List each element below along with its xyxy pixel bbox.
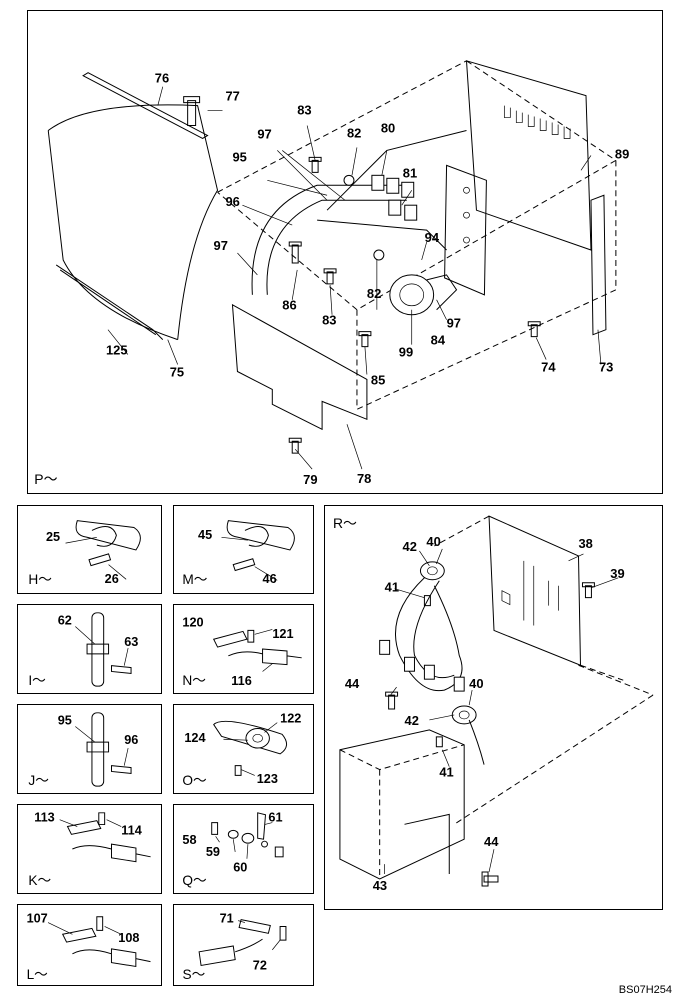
panel-h: 25 26 H～ (17, 505, 162, 594)
panel-q: 61 58 59 60 Q～ (173, 804, 314, 894)
label-97b: 97 (214, 238, 228, 253)
label-44-right: 44 (484, 834, 499, 849)
label-83: 83 (297, 103, 311, 118)
rear-plate (465, 60, 592, 251)
label-60: 60 (233, 859, 247, 874)
section-label-p: P～ (34, 471, 57, 487)
label-114: 114 (121, 822, 142, 837)
label-62: 62 (58, 613, 72, 628)
main-panel-p: 76 77 83 97 82 80 95 81 89 96 94 97 86 8… (27, 10, 663, 494)
label-43: 43 (373, 878, 387, 893)
label-42-top: 42 (403, 539, 417, 554)
section-label-r: R～ (333, 515, 357, 531)
label-61: 61 (268, 810, 282, 825)
label-72: 72 (253, 958, 267, 972)
label-85: 85 (371, 372, 385, 387)
label-94: 94 (425, 230, 440, 245)
label-40-top: 40 (426, 534, 440, 549)
label-95-j: 95 (58, 713, 72, 728)
label-120: 120 (182, 615, 203, 630)
label-71: 71 (220, 912, 234, 926)
panel-l: 107 108 L～ (17, 904, 162, 986)
label-97: 97 (257, 126, 271, 141)
label-74: 74 (541, 360, 556, 375)
plate-78 (231, 303, 368, 431)
label-82b: 82 (367, 286, 381, 301)
drawing-code: BS07H254 (618, 984, 672, 996)
label-75: 75 (170, 364, 184, 379)
section-label-o: O～ (182, 773, 207, 788)
label-84: 84 (431, 333, 446, 348)
label-59: 59 (206, 844, 220, 859)
label-81: 81 (403, 165, 417, 180)
label-86: 86 (282, 298, 296, 313)
section-label-q: Q～ (182, 873, 207, 888)
label-96: 96 (225, 194, 239, 209)
label-108: 108 (118, 931, 139, 945)
label-78: 78 (357, 471, 371, 486)
bar-76 (82, 72, 209, 140)
label-46: 46 (263, 572, 277, 586)
label-25: 25 (46, 530, 60, 544)
label-123: 123 (257, 771, 278, 786)
label-77: 77 (225, 89, 239, 104)
label-125: 125 (106, 343, 128, 358)
panel-j: 95 96 J～ (17, 704, 162, 794)
label-41-top: 41 (385, 580, 399, 595)
panel-r: 42 40 38 39 41 44 40 42 41 44 43 R～ (324, 505, 663, 910)
label-99: 99 (399, 345, 413, 360)
label-41-bottom: 41 (439, 765, 453, 780)
panel-s: 71 72 S～ (173, 904, 314, 986)
label-122: 122 (280, 711, 301, 726)
label-121: 121 (272, 626, 293, 641)
label-58: 58 (182, 832, 196, 847)
label-116: 116 (231, 673, 252, 688)
label-38: 38 (578, 536, 592, 551)
section-label-l: L～ (27, 967, 49, 982)
section-label-j: J～ (28, 773, 49, 788)
panel-m: 45 46 M～ (173, 505, 314, 594)
section-label-i: I～ (28, 673, 46, 688)
label-96-j: 96 (124, 732, 138, 747)
label-42-bottom: 42 (405, 713, 419, 728)
section-label-s: S～ (183, 967, 206, 982)
label-113: 113 (34, 810, 55, 825)
label-44-left: 44 (345, 676, 360, 691)
horn-84 (389, 274, 435, 316)
section-label-h: H～ (28, 572, 52, 587)
label-39: 39 (610, 566, 624, 581)
label-26: 26 (105, 572, 119, 586)
panel-k: 113 114 K～ (17, 804, 162, 894)
section-label-m: M～ (182, 572, 207, 587)
cover-box-43 (339, 729, 465, 880)
label-79: 79 (303, 472, 317, 487)
panel-o: 122 124 123 O～ (173, 704, 314, 794)
bracket-73 (590, 194, 607, 336)
panel-i: 62 63 I～ (17, 604, 162, 694)
label-95: 95 (232, 149, 246, 164)
label-73: 73 (599, 360, 613, 375)
label-76: 76 (155, 71, 169, 86)
label-107: 107 (27, 912, 48, 926)
label-82: 82 (347, 125, 361, 140)
section-label-k: K～ (28, 873, 51, 888)
label-63: 63 (124, 634, 138, 649)
cover-outline (47, 104, 219, 340)
main-assembly-drawing: 76 77 83 97 82 80 95 81 89 96 94 97 86 8… (34, 60, 629, 487)
label-97c: 97 (447, 316, 461, 331)
label-124: 124 (184, 730, 205, 745)
plate-38 (488, 515, 581, 666)
label-80: 80 (381, 120, 395, 135)
label-45: 45 (198, 528, 212, 542)
label-89: 89 (615, 146, 629, 161)
panel-n: 120 121 116 N～ (173, 604, 314, 694)
section-label-n: N～ (182, 673, 206, 688)
label-83b: 83 (322, 313, 336, 328)
label-40-bottom: 40 (469, 676, 483, 691)
